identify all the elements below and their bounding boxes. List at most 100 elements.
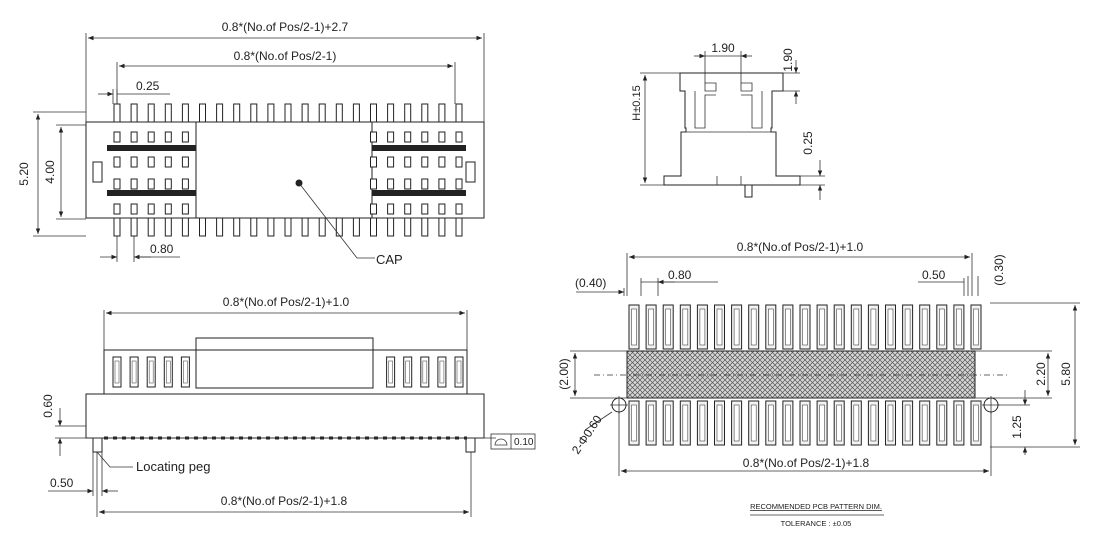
pin-lead [164,103,172,123]
contact [147,131,155,143]
contact [370,178,377,190]
pin-lead [284,103,292,123]
pcb-pad-inner [682,308,689,346]
contact [387,131,395,143]
pin-lead [421,103,429,123]
seat-label: 0.25 [801,131,815,155]
pin-lead [267,103,275,123]
pcb-pad-inner [836,308,843,346]
pcb-pads-upper [628,304,982,350]
end-gap-label: (0.30) [992,254,1006,285]
inner-width-label: 4.00 [43,160,57,184]
pin-lead [181,103,189,123]
pin-lead [250,217,258,237]
pcb-pad-inner [819,404,825,442]
peg-span-label: 0.8*(No.of Pos/2-1)+1.8 [221,494,348,508]
pin-lead [318,103,326,123]
contact [130,131,138,143]
flatness-value: 0.10 [514,437,534,448]
pin-lead [216,217,224,237]
pcb-pad-inner [750,404,757,442]
pin-lead [181,217,189,237]
pcb-pad-inner [904,308,911,346]
upper-housing [103,349,468,395]
side-pin-slot [183,360,188,384]
pin-lead [130,103,138,123]
end-housing [663,72,801,186]
peg-offset-label: 0.50 [50,476,74,490]
pad-width-label: (0.40) [575,276,606,290]
pcb-pad-inner [870,308,877,346]
pcb-pad-inner [665,308,672,346]
pcb-pad-inner [785,308,791,346]
contact [147,203,155,215]
pin-lead [438,103,446,123]
contact [455,131,463,143]
top-pins-upper [113,103,463,123]
contact [113,131,121,143]
pcb-pad-inner [767,404,774,442]
pcb-pad-inner [887,308,894,346]
contact [370,203,377,215]
pin-lead [199,217,206,237]
top-contact-rows [113,131,463,215]
peg-hole-label: 2-Φ0.60 [569,412,605,456]
pcb-pad-inner [973,308,979,346]
pcb-pad-inner [819,308,825,346]
end-peg [744,184,753,198]
contact [164,131,172,143]
cap-body [195,337,374,389]
contact [404,203,412,215]
side-length-label: 0.8*(No.of Pos/2-1)+1.0 [223,295,350,309]
pcb-pad-inner [785,404,791,442]
contact [181,203,189,215]
contact [438,156,446,168]
pin-lead [404,217,412,237]
pin-lead [216,103,224,123]
side-pin-slot [405,360,411,384]
contact [387,203,395,215]
pcb-pad-inner [853,308,860,346]
contact [370,156,377,168]
pin-lead [233,217,241,237]
pin-lead [301,103,309,123]
contact [438,203,446,215]
contact [387,178,395,190]
side-pin-slot [456,360,462,384]
body-width-label: 5.20 [17,162,31,186]
pcb-pad-inner [665,404,672,442]
pad-gap-label: 2.20 [1034,362,1048,386]
peg-hole-right [982,396,1000,414]
pin-lead [404,103,412,123]
pcb-pad-inner [870,404,877,442]
pin-lead [284,217,292,237]
hole-offset-label: 1.25 [1010,415,1024,439]
pcb-pad-inner [750,308,757,346]
pcb-pad-inner [699,308,706,346]
contact [113,203,121,215]
side-pin-slot [131,360,137,384]
keepout-label: (2.00) [557,358,571,389]
locating-peg-right [465,437,476,453]
pcb-pad-inner [733,404,740,442]
contact [130,178,138,190]
hole-span-label: 0.8*(No.of Pos/2-1)+1.8 [743,456,870,470]
peg-label: Locating peg [136,459,210,474]
pcb-pad-inner [938,404,945,442]
pcb-pad-inner [682,404,689,442]
pcb-pad-inner [956,308,962,346]
contact [421,178,429,190]
pad-span-label: 0.8*(No.of Pos/2-1)+1.0 [737,240,864,254]
top-pins-lower [113,217,463,237]
contact [455,156,463,168]
peg-leader [96,451,133,468]
pcb-pad-inner [733,308,740,346]
pcb-pad-inner [904,404,911,442]
pcb-pad-inner [631,308,637,346]
side-view: 0.8*(No.of Pos/2-1)+1.0 0.60 Locating pe… [41,295,536,517]
pin-lead [267,217,275,237]
top-view: CAP 0.8*(No.of Pos/2-1)+2.7 0.8*(No.of P… [17,20,485,267]
pcb-pad-inner [921,404,928,442]
contact [455,178,463,190]
pin-lead [164,217,172,237]
